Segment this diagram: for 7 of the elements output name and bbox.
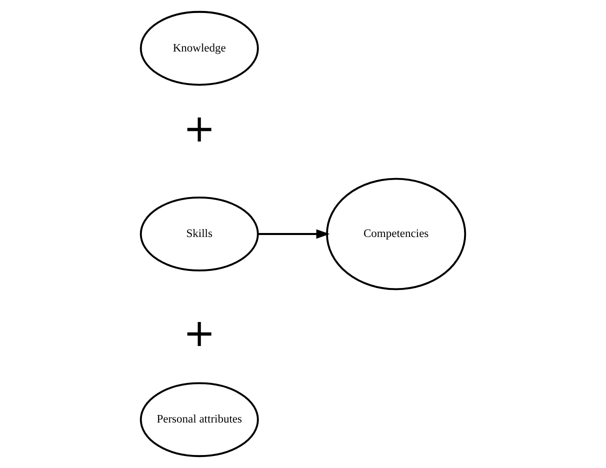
arrow bbox=[258, 229, 330, 239]
node-ellipse: Skills bbox=[140, 196, 259, 272]
label: + bbox=[183, 310, 216, 356]
node-ellipse: Competencies bbox=[326, 178, 466, 290]
label: + bbox=[183, 106, 216, 152]
node-ellipse: Knowledge bbox=[140, 10, 259, 86]
node-ellipse: Personal attributes bbox=[140, 382, 259, 458]
